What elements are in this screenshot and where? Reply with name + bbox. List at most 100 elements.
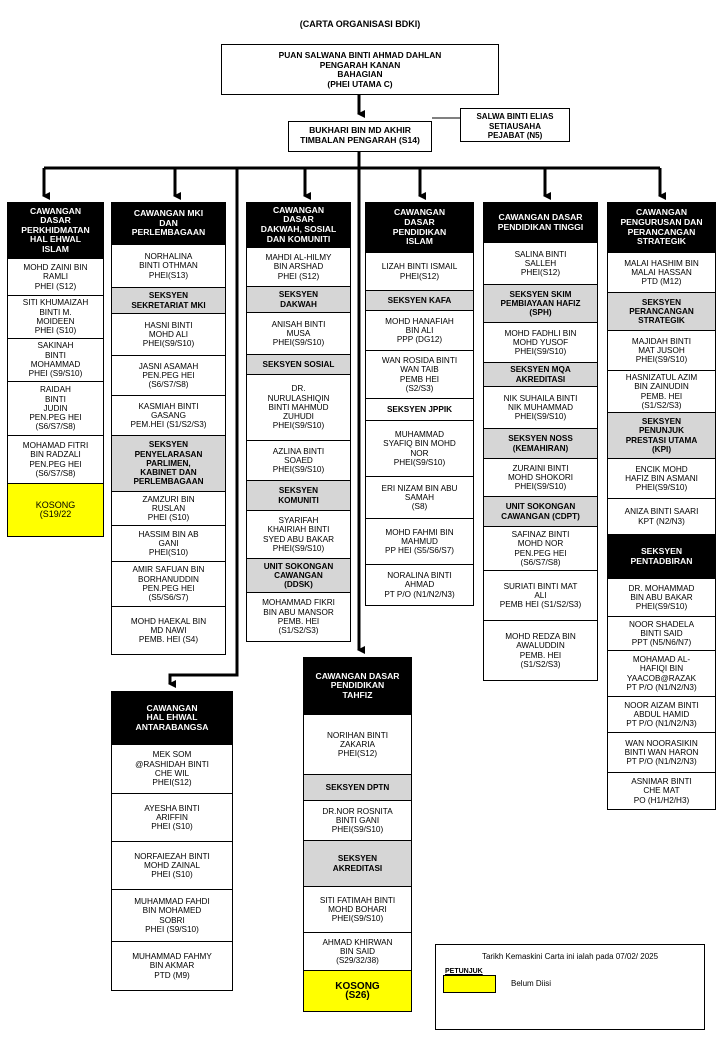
staff-entry: LIZAH BINTI ISMAIL PHEI(S12)	[366, 253, 473, 291]
staff-entry: MUHAMMAD FAHMY BIN AKMAR PTD (M9)	[132, 952, 212, 980]
staff-entry: SITI FATIMAH BINTI MOHD BOHARI PHEI(S9/S…	[304, 887, 411, 933]
deputy-label: BUKHARI BIN MD AKHIR TIMBALAN PENGARAH (…	[300, 125, 420, 145]
secretary-box: SALWA BINTI ELIAS SETIAUSAHA PEJABAT (N5…	[460, 108, 570, 142]
branch-header: CAWANGAN HAL EHWAL ANTARABANGSA	[112, 692, 232, 745]
staff-entry: NORALINA BINTI AHMAD PT P/O (N1/N2/N3)	[384, 571, 455, 599]
branch-header: CAWANGAN DASAR DAKWAH, SOSIAL DAN KOMUNI…	[247, 203, 350, 248]
section-header: SEKSYEN PENUNJUK PRESTASI UTAMA (KPI)	[608, 413, 715, 459]
staff-entry: SAKINAH BINTI MOHAMMAD PHEI (S9/S10)	[8, 339, 103, 382]
staff-entry: WAN NOORASIKIN BINTI WAN HARON PT P/O (N…	[608, 733, 715, 773]
branch-header: CAWANGAN DASAR PENDIDIKAN TINGGI	[484, 203, 597, 243]
staff-entry: ANIZA BINTI SAARI KPT (N2/N3)	[608, 499, 715, 535]
staff-entry: MAHDI AL-HILMY BIN ARSHAD PHEI (S12)	[247, 248, 350, 287]
staff-entry: SYARIFAH KHAIRIAH BINTI SYED ABU BAKAR P…	[247, 511, 350, 559]
staff-entry: MEK SOM @RASHIDAH BINTI CHE WIL PHEI(S12…	[112, 745, 232, 794]
vacant-swatch	[443, 975, 496, 993]
staff-entry: AHMAD KHIRWAN BIN SAID (S29/32/38)	[304, 933, 411, 971]
section-header: SEKSYEN DPTN	[304, 775, 411, 801]
staff-entry: MALAI HASHIM BIN MALAI HASSAN PTD (M12)	[608, 253, 715, 293]
branch-strategik: CAWANGAN PENGURUSAN DAN PERANCANGAN STRA…	[607, 202, 716, 810]
branch-header: CAWANGAN DASAR PERKHIDMATAN HAL EHWAL IS…	[8, 203, 103, 259]
staff-entry: ASNIMAR BINTI CHE MAT PO (H1/H2/H3)	[631, 777, 692, 805]
staff-entry: MOHD ZAINI BIN RAMLI PHEI (S12)	[8, 259, 103, 296]
staff-entry: SAFINAZ BINTI MOHD NOR PEN.PEG HEI (S6/S…	[484, 527, 597, 571]
staff-entry: AZLINA BINTI SOAED PHEI(S9/S10)	[247, 441, 350, 481]
staff-entry: NORHALINA BINTI OTHMAN PHEI(S13)	[112, 245, 225, 288]
staff-entry: MOHD HANAFIAH BIN ALI PPP (DG12)	[366, 311, 473, 351]
staff-entry: MOHAMAD AL- HAFIQI BIN YAACOB@RAZAK PT P…	[608, 651, 715, 697]
section-header: SEKSYEN SOSIAL	[247, 355, 350, 375]
staff-entry: MOHD REDZA BIN AWALUDDIN PEMB. HEI (S1/S…	[505, 631, 576, 669]
branch-header: CAWANGAN PENGURUSAN DAN PERANCANGAN STRA…	[608, 203, 715, 253]
branch-header: CAWANGAN MKI DAN PERLEMBAGAAN	[112, 203, 225, 245]
section-header: SEKSYEN JPPIK	[366, 399, 473, 421]
staff-entry: SITI KHUMAIZAH BINTI M. MOIDEEN PHEI (S1…	[8, 296, 103, 339]
staff-entry: HASNI BINTI MOHD ALI PHEI(S9/S10)	[112, 314, 225, 356]
branch-dakwah: CAWANGAN DASAR DAKWAH, SOSIAL DAN KOMUNI…	[246, 202, 351, 642]
staff-entry: AMIR SAFUAN BIN BORHANUDDIN PEN.PEG HEI …	[112, 562, 225, 607]
staff-entry: RAIDAH BINTI JUDIN PEN.PEG HEI (S6/S7/S8…	[8, 382, 103, 436]
branch-perkhidmatan: CAWANGAN DASAR PERKHIDMATAN HAL EHWAL IS…	[7, 202, 104, 537]
staff-entry: NOOR AIZAM BINTI ABDUL HAMID PT P/O (N1/…	[608, 697, 715, 733]
staff-entry: MOHD FADHLI BIN MOHD YUSOF PHEI(S9/S10)	[484, 323, 597, 363]
staff-entry: ERI NIZAM BIN ABU SAMAH (S8)	[366, 477, 473, 519]
staff-entry: ZAMZURI BIN RUSLAN PHEI (S10)	[112, 492, 225, 526]
section-header: SEKSYEN DAKWAH	[247, 287, 350, 313]
section-header: UNIT SOKONGAN CAWANGAN (DDSK)	[247, 559, 350, 593]
section-header: SEKSYEN KOMUNITI	[247, 481, 350, 511]
section-header: SEKSYEN AKREDITASI	[304, 841, 411, 887]
staff-entry: WAN ROSIDA BINTI WAN TAIB PEMB HEI (S2/S…	[366, 351, 473, 399]
staff-entry: SALINA BINTI SALLEH PHEI(S12)	[484, 243, 597, 285]
staff-entry: DR. NURULASHIQIN BINTI MAHMUD ZUHUDI PHE…	[247, 375, 350, 441]
staff-entry: MOHAMAD FITRI BIN RADZALI PEN.PEG HEI (S…	[8, 436, 103, 484]
secretary-label: SALWA BINTI ELIAS SETIAUSAHA PEJABAT (N5…	[476, 112, 554, 140]
section-header: SEKSYEN MQA AKREDITASI	[484, 363, 597, 387]
staff-entry: NIK SUHAILA BINTI NIK MUHAMMAD PHEI(S9/S…	[484, 387, 597, 429]
vacant-post: KOSONG (S26)	[304, 971, 411, 1011]
staff-entry: MOHD FAHMI BIN MAHMUD PP HEI (S5/S6/S7)	[366, 519, 473, 565]
staff-entry: MUHAMMAD SYAFIQ BIN MOHD NOR PHEI(S9/S10…	[366, 421, 473, 477]
staff-entry: ENCIK MOHD HAFIZ BIN ASMANI PHEI(S9/S10)	[608, 459, 715, 499]
branch-header: CAWANGAN DASAR PENDIDIKAN TAHFIZ	[304, 658, 411, 715]
staff-entry: ANISAH BINTI MUSA PHEI(S9/S10)	[247, 313, 350, 355]
staff-entry: NORIHAN BINTI ZAKARIA PHEI(S12)	[304, 715, 411, 775]
section-header: SEKSYEN SEKRETARIAT MKI	[112, 288, 225, 314]
section-header: UNIT SOKONGAN CAWANGAN (CDPT)	[484, 497, 597, 527]
staff-entry: HASNIZATUL AZIM BIN ZAINUDIN PEMB. HEI (…	[608, 371, 715, 413]
staff-entry: SURIATI BINTI MAT ALI PEMB HEI (S1/S2/S3…	[484, 571, 597, 621]
chart-title: (CARTA ORGANISASI BDKI)	[299, 19, 421, 29]
staff-entry: ZURAINI BINTI MOHD SHOKORI PHEI(S9/S10)	[484, 459, 597, 497]
staff-entry: KASMIAH BINTI GASANG PEM.HEI (S1/S2/S3)	[112, 396, 225, 436]
branch-header: SEKSYEN PENTADBIRAN	[608, 535, 715, 579]
staff-entry: DR.NOR ROSNITA BINTI GANI PHEI(S9/S10)	[304, 801, 411, 841]
director-label: PUAN SALWANA BINTI AHMAD DAHLAN PENGARAH…	[278, 50, 442, 89]
staff-entry: HASSIM BIN AB GANI PHEI(S10)	[112, 526, 225, 562]
section-header: SEKSYEN PERANCANGAN STRATEGIK	[608, 293, 715, 331]
deputy-box: BUKHARI BIN MD AKHIR TIMBALAN PENGARAH (…	[288, 121, 432, 152]
legend-key-label: PETUNJUK	[445, 968, 483, 975]
staff-entry: MOHD HAEKAL BIN MD NAWI PEMB. HEI (S4)	[130, 616, 207, 645]
staff-entry: AYESHA BINTI ARIFFIN PHEI (S10)	[112, 794, 232, 842]
staff-entry: DR. MOHAMMAD BIN ABU BAKAR PHEI(S9/S10)	[608, 579, 715, 617]
staff-entry: MAJIDAH BINTI MAT JUSOH PHEI(S9/S10)	[608, 331, 715, 371]
staff-entry: NOOR SHADELA BINTI SAID PPT (N5/N6/N7)	[608, 617, 715, 651]
staff-entry: JASNI ASAMAH PEN.PEG HEI (S6/S7/S8)	[112, 356, 225, 396]
vacant-label: Belum Diisi	[511, 979, 552, 988]
legend-box: Tarikh Kemaskini Carta ini ialah pada 07…	[435, 944, 705, 1030]
section-header: SEKSYEN PENYELARASAN PARLIMEN, KABINET D…	[112, 436, 225, 492]
update-date: Tarikh Kemaskini Carta ini ialah pada 07…	[481, 952, 659, 961]
vacant-post: KOSONG (S19/22	[8, 484, 103, 536]
staff-entry: NORFAIEZAH BINTI MOHD ZAINAL PHEI (S10)	[112, 842, 232, 890]
staff-entry: MOHAMMAD FIKRI BIN ABU MANSOR PEMB. HEI …	[262, 598, 335, 636]
staff-entry: MUHAMMAD FAHDI BIN MOHAMED SOBRI PHEI (S…	[112, 890, 232, 942]
section-header: SEKSYEN KAFA	[366, 291, 473, 311]
branch-header: CAWANGAN DASAR PENDIDIKAN ISLAM	[366, 203, 473, 253]
section-header: SEKSYEN NOSS (KEMAHIRAN)	[484, 429, 597, 459]
director-box: PUAN SALWANA BINTI AHMAD DAHLAN PENGARAH…	[221, 44, 499, 95]
